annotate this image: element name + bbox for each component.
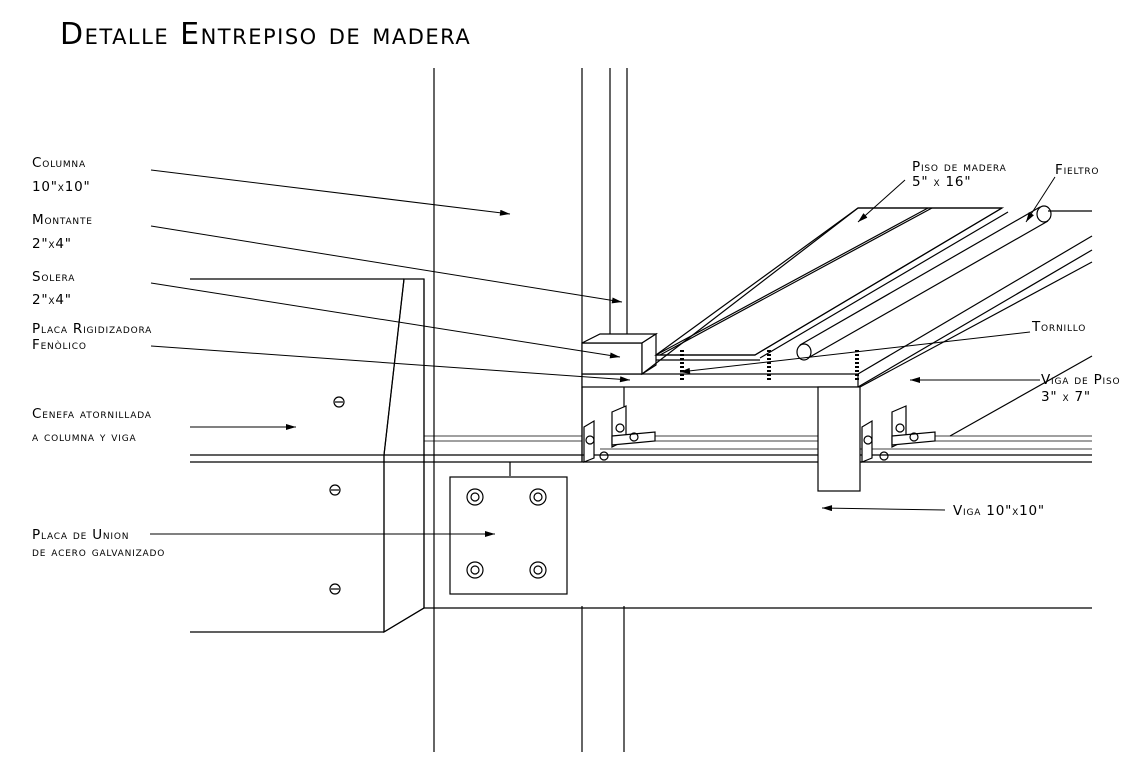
steel-plate — [449, 476, 568, 595]
label-columna-dim: 10"x10" — [32, 179, 91, 195]
label-placa-rigidizadora: Placa Rigidizadora — [32, 321, 152, 337]
angle-bracket — [583, 405, 936, 463]
label-acero: de acero galvanizado — [32, 544, 165, 560]
felt-fieltro — [796, 205, 1092, 361]
label-tornillo: Tornillo — [1031, 319, 1086, 335]
label-piso-dim: 5" x 16" — [912, 174, 971, 190]
floor-boards — [641, 207, 1009, 375]
bolt-icon — [529, 488, 547, 506]
label-cenefa-2: a columna y viga — [32, 429, 136, 445]
drawing-title: Detalle Entrepiso de madera — [60, 17, 471, 52]
label-columna: Columna — [32, 155, 86, 171]
label-montante-dim: 2"x4" — [32, 236, 72, 252]
label-fenolico: Fenòlico — [32, 337, 87, 353]
label-cenefa: Cenefa atornillada — [32, 406, 152, 422]
label-montante: Montante — [32, 212, 93, 228]
label-fieltro: Fieltro — [1055, 162, 1099, 178]
sill-plate-solera — [581, 332, 659, 376]
column — [433, 68, 625, 752]
floor-joist — [581, 235, 1093, 492]
label-piso: Piso de madera — [912, 159, 1007, 175]
bolt-icon — [466, 488, 484, 506]
label-solera: Solera — [32, 269, 75, 285]
stud-montante — [609, 68, 628, 334]
fascia-cenefa — [190, 278, 425, 634]
labels: Columna 10"x10" Montante 2"x4" Solera 2"… — [32, 155, 1120, 560]
bolt-icon — [466, 561, 484, 579]
fascia-screw-icon — [333, 396, 345, 408]
label-placa-union: Placa de Union — [32, 527, 129, 543]
leader-lines — [150, 169, 1056, 537]
fascia-screw-icon — [329, 583, 341, 595]
label-solera-dim: 2"x4" — [32, 292, 72, 308]
label-viga-piso-dim: 3" x 7" — [1041, 389, 1091, 405]
fascia-screw-icon — [329, 484, 341, 496]
label-viga-piso: Viga de Piso — [1041, 372, 1120, 388]
screw-icon — [680, 350, 859, 380]
bolt-icon — [529, 561, 547, 579]
label-viga: Viga 10"x10" — [953, 503, 1045, 519]
